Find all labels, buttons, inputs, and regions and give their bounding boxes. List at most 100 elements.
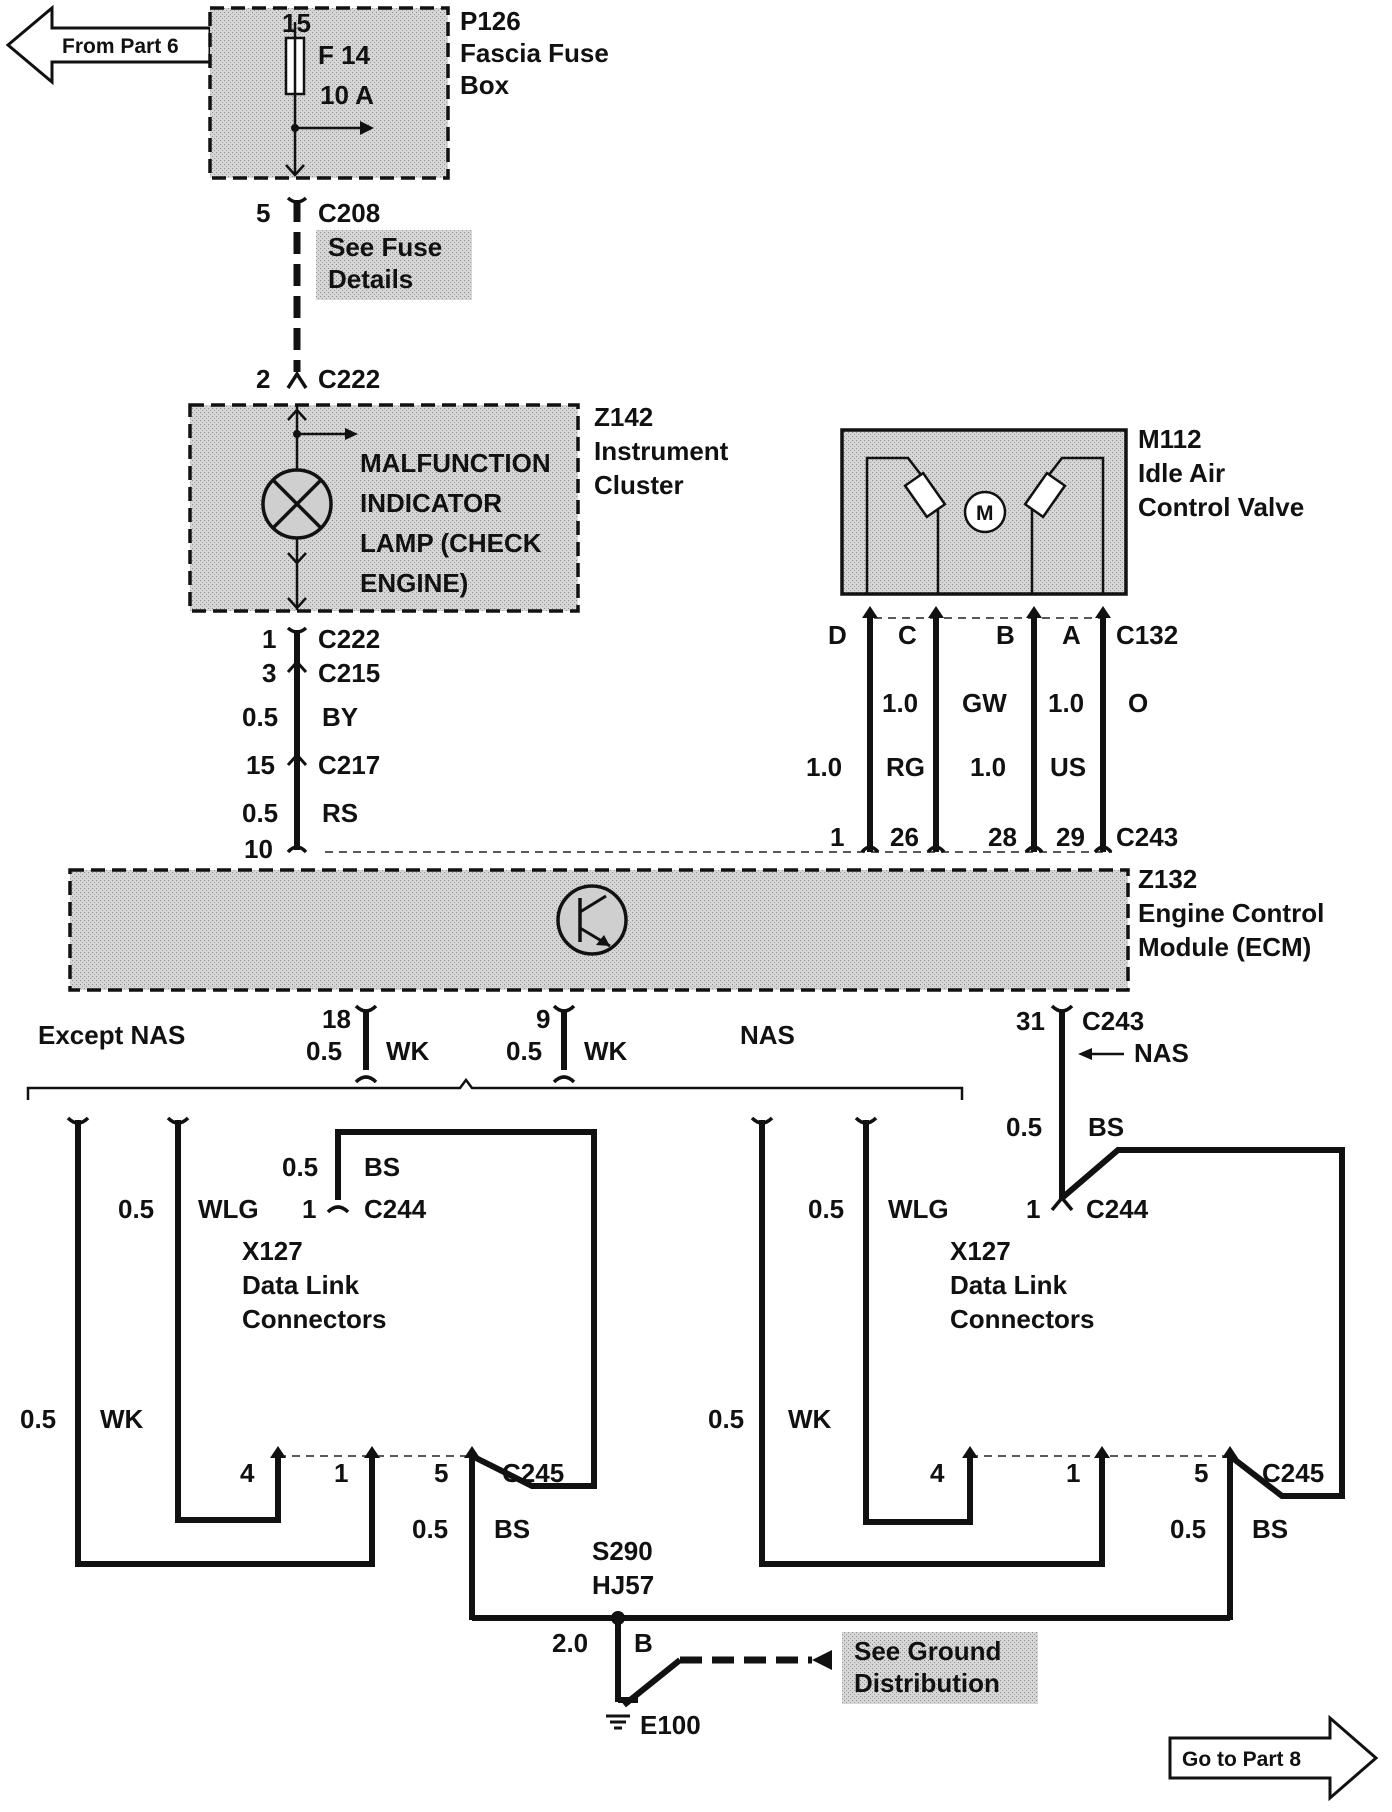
nas-label: NAS	[740, 1020, 795, 1050]
dlc-left-wk-size: 0.5	[20, 1404, 56, 1434]
ecm-pin-18: 18	[322, 1004, 351, 1034]
wire-rs-size: 0.5	[242, 798, 278, 828]
cluster-name-1: Instrument	[594, 436, 729, 466]
motor-icon: M	[963, 490, 1007, 534]
dlc-left-pin-4: 4	[240, 1458, 255, 1488]
wire-9-color: WK	[584, 1036, 628, 1066]
iacv-pin-d: D	[828, 620, 847, 650]
dlc-left-pin-1: 1	[334, 1458, 348, 1488]
c222-top-label: C222	[318, 364, 380, 394]
dlc-left-pin-5: 5	[434, 1458, 448, 1488]
ecm-name-2: Module (ECM)	[1138, 932, 1311, 962]
wire-18-color: WK	[386, 1036, 430, 1066]
dlc-right-pin-5: 5	[1194, 1458, 1208, 1488]
nas-arrow-label: NAS	[1134, 1038, 1189, 1068]
wire-a-size: 1.0	[1048, 688, 1084, 718]
transistor-icon	[556, 884, 628, 956]
ecm-pin-1: 1	[830, 822, 844, 852]
dlc-left-out-size: 0.5	[412, 1514, 448, 1544]
dlc-left-wlg-size: 0.5	[118, 1194, 154, 1224]
c208-connector: 5 C208 See Fuse Details	[256, 196, 472, 372]
ground-wire-color: B	[634, 1628, 653, 1658]
lamp-label-1: MALFUNCTION	[360, 448, 551, 478]
dlc-left-code: X127	[242, 1236, 303, 1266]
dlc-right-wk-color: WK	[788, 1404, 832, 1434]
ecm-code: Z132	[1138, 864, 1197, 894]
ground-icon	[606, 1714, 630, 1730]
dlc-left-wlg-color: WLG	[198, 1194, 259, 1224]
ground-circuit: S290 HJ57 2.0 B See Ground Distribution …	[472, 1536, 1230, 1740]
fuse-number: F 14	[318, 40, 371, 70]
wire-b-color: GW	[962, 688, 1007, 718]
ecm-pin-26: 26	[890, 822, 919, 852]
iacv-name-1: Idle Air	[1138, 458, 1225, 488]
fuse-details-2: Details	[328, 264, 413, 294]
c217-pin: 15	[246, 750, 275, 780]
go-to-part-arrow[interactable]: Go to Part 8	[1168, 1714, 1379, 1802]
ecm-pin-28: 28	[988, 822, 1017, 852]
wire-a-color-2: US	[1050, 752, 1086, 782]
iacv-pin-a: A	[1062, 620, 1081, 650]
wire-c-color: RG	[886, 752, 925, 782]
dlc-left-c244: C244	[364, 1194, 427, 1224]
from-part-arrow[interactable]: From Part 6	[5, 4, 212, 86]
dlc-left-wk-color: WK	[100, 1404, 144, 1434]
wire-a-color: O	[1128, 688, 1148, 718]
c208-pin: 5	[256, 198, 270, 228]
fuse-details-1: See Fuse	[328, 232, 442, 262]
wire-31-size: 0.5	[1006, 1112, 1042, 1142]
fuse-details-note[interactable]	[316, 230, 472, 300]
fuse-pin: 15	[282, 8, 311, 38]
lamp-label-2: INDICATOR	[360, 488, 502, 518]
dlc-right-wk-size: 0.5	[708, 1404, 744, 1434]
dlc-left-c244-pin: 1	[302, 1194, 316, 1224]
dlc-left-bs-color: BS	[364, 1152, 400, 1182]
dlc-left-name-2: Connectors	[242, 1304, 386, 1334]
wire-by-color: BY	[322, 702, 358, 732]
dlc-right: 0.5 WLG 1 C244 X127 Data Link Connectors…	[708, 1010, 1345, 1620]
iacv-code: M112	[1138, 424, 1202, 454]
lamp-icon	[261, 468, 333, 540]
ecm-outputs: Except NAS NAS 18 0.5 WK 9 0.5 WK 31 C24…	[26, 1004, 1189, 1142]
wire-c-size: 1.0	[882, 688, 918, 718]
c215-pin: 3	[262, 658, 276, 688]
cluster-code: Z142	[594, 402, 653, 432]
ground-note-1: See Ground	[854, 1636, 1001, 1666]
ecm-pin-10: 10	[244, 834, 273, 864]
iacv-pin-b: B	[996, 620, 1015, 650]
ground-distribution-note[interactable]	[842, 1632, 1038, 1704]
iacv-name-2: Control Valve	[1138, 492, 1304, 522]
wire-by-size: 0.5	[242, 702, 278, 732]
wire-b-size: 1.0	[970, 752, 1006, 782]
ground-wire-size: 2.0	[552, 1628, 588, 1658]
c222-label: C222	[318, 624, 380, 654]
ground-note-2: Distribution	[854, 1668, 1000, 1698]
fuse-box-code: P126	[460, 6, 521, 36]
dlc-right-pin-4: 4	[930, 1458, 945, 1488]
wire-rs-color: RS	[322, 798, 358, 828]
c222-top-connector: 2 C222	[256, 364, 380, 394]
iacv-circuit: D C B A C132 1.0 GW 1.0 O 1.0 RG 1.0 US …	[806, 606, 1178, 854]
dlc-right-name-2: Connectors	[950, 1304, 1094, 1334]
splice-code: HJ57	[592, 1570, 654, 1600]
c243-top-label: C243	[1116, 822, 1178, 852]
ground-code: E100	[640, 1710, 701, 1740]
cluster-name-2: Cluster	[594, 470, 684, 500]
except-nas-label: Except NAS	[38, 1020, 185, 1050]
dlc-left: 0.5 BS 0.5 WLG 1 C244 X127 Data Link Con…	[20, 1116, 597, 1620]
dlc-right-c244: C244	[1086, 1194, 1149, 1224]
dlc-right-out-color: BS	[1252, 1514, 1288, 1544]
ecm-name-1: Engine Control	[1138, 898, 1324, 928]
dlc-right-c244-pin: 1	[1026, 1194, 1040, 1224]
ground-note-arrow-icon	[812, 1650, 832, 1670]
dlc-right-c245: C245	[1262, 1458, 1324, 1488]
go-to-part-label: Go to Part 8	[1182, 1748, 1301, 1771]
fuse-box-name-2: Box	[460, 70, 510, 100]
wire-9-size: 0.5	[506, 1036, 542, 1066]
engine-control-module: Z132 Engine Control Module (ECM)	[68, 864, 1324, 992]
wire-31-color: BS	[1088, 1112, 1124, 1142]
fuse-box-name-1: Fascia Fuse	[460, 38, 609, 68]
dlc-right-wlg-color: WLG	[888, 1194, 949, 1224]
splice-label: S290	[592, 1536, 653, 1566]
